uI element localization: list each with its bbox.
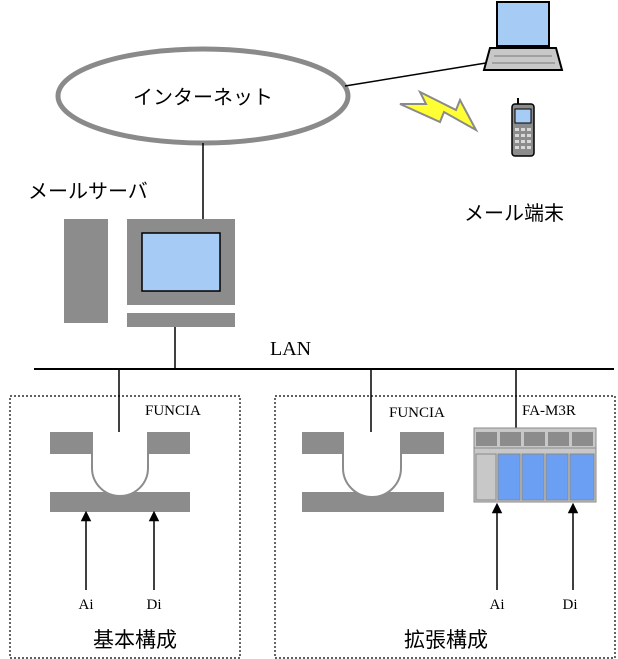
internet-cloud: インターネット (55, 46, 351, 146)
fa-m3r-plc-icon (473, 427, 597, 503)
lan-label: LAN (270, 338, 311, 360)
lightning-icon (399, 89, 479, 133)
funcia-controller-icon (302, 432, 444, 512)
mail-server-label: メールサーバ (28, 179, 148, 203)
extended-configuration: FUNCIA FA-M3R Ai Di 拡張構成 (274, 369, 616, 659)
mail-terminal-label: メール端末 (464, 201, 564, 225)
basic-configuration: FUNCIA Ai Di 基本構成 (9, 369, 241, 659)
server-computer-icon (64, 219, 235, 327)
extended-ai-label: Ai (490, 597, 505, 613)
extended-funcia-label: FUNCIA (389, 405, 445, 421)
extended-title: 拡張構成 (404, 628, 488, 652)
funcia-controller-icon (50, 432, 190, 512)
basic-funcia-label: FUNCIA (145, 403, 201, 419)
internet-laptop-link (344, 61, 493, 87)
basic-di-label: Di (147, 597, 162, 613)
mobile-phone-icon (511, 98, 535, 157)
laptop-icon (482, 1, 564, 71)
internet-label: インターネット (133, 85, 273, 109)
extended-di-label: Di (563, 597, 578, 613)
extended-fam3r-label: FA-M3R (522, 403, 576, 419)
basic-ai-label: Ai (79, 597, 94, 613)
basic-title: 基本構成 (93, 628, 177, 652)
